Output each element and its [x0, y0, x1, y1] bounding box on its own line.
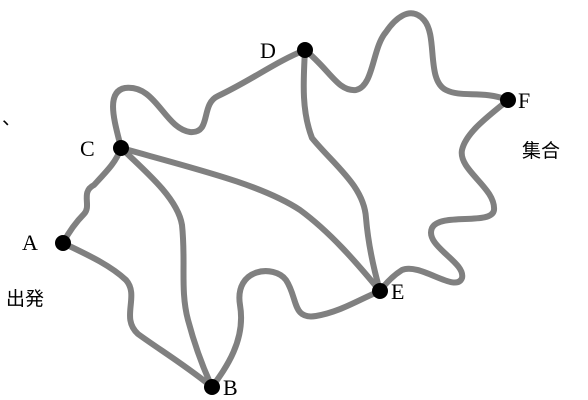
- routes: [60, 10, 511, 390]
- labels: A B C D E F 出発 集合 、: [2, 38, 560, 400]
- stray-mark: 、: [2, 107, 21, 129]
- route-f-e: [377, 97, 511, 294]
- route-a-c: [60, 145, 124, 246]
- goal-label: 集合: [522, 140, 560, 162]
- stations: [55, 42, 516, 395]
- label-f: F: [518, 88, 530, 113]
- label-d: D: [260, 38, 276, 63]
- route-d-f: [302, 10, 511, 103]
- label-e: E: [391, 279, 404, 304]
- node-e: [372, 283, 388, 299]
- route-c-b: [118, 145, 215, 390]
- label-a: A: [22, 230, 38, 255]
- route-a-b: [60, 240, 215, 390]
- node-c: [113, 140, 129, 156]
- route-c-d: [110, 47, 308, 151]
- start-label: 出発: [6, 288, 44, 310]
- node-b: [204, 379, 220, 395]
- label-b: B: [223, 375, 238, 400]
- route-c-e: [118, 145, 383, 294]
- node-f: [500, 92, 516, 108]
- node-a: [55, 235, 71, 251]
- label-c: C: [80, 136, 95, 161]
- route-d-e: [300, 47, 383, 294]
- node-d: [297, 42, 313, 58]
- route-b-e: [209, 268, 383, 390]
